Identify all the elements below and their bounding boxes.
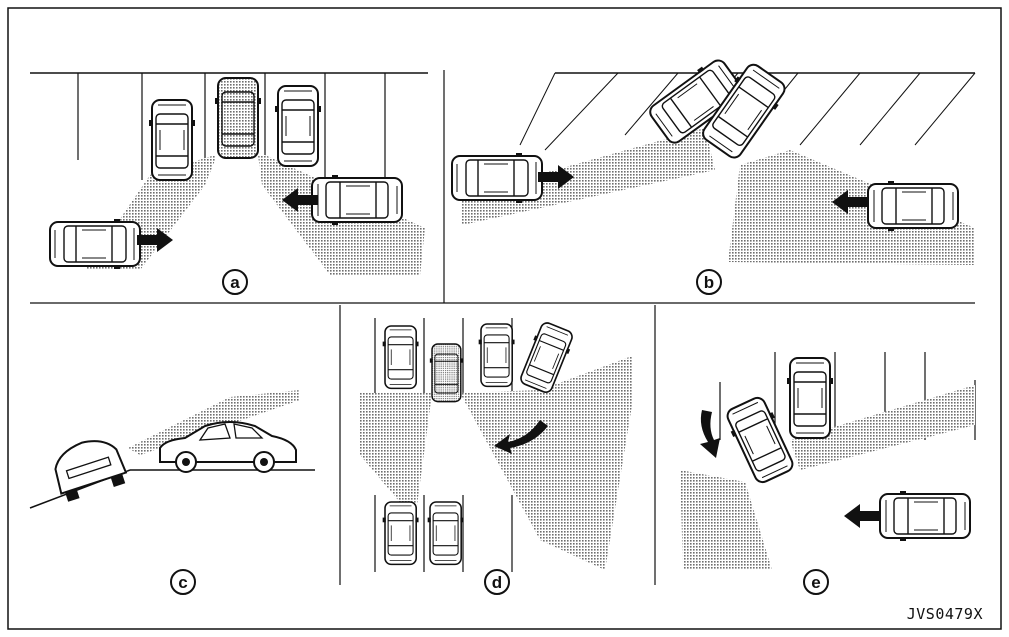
car-icon — [381, 501, 420, 566]
car-icon — [879, 490, 971, 542]
turn-arrow-icon — [700, 410, 720, 458]
figure-frame — [7, 7, 1002, 630]
car-icon — [429, 343, 464, 403]
car-icon — [451, 152, 543, 204]
panel-label-b: b — [696, 269, 722, 295]
car-icon — [159, 421, 297, 473]
detection-zone — [790, 385, 975, 470]
panel-label-a: a — [222, 269, 248, 295]
car-icon — [381, 325, 420, 390]
turn-arrow-icon — [494, 420, 548, 454]
detection-zone — [460, 356, 632, 570]
car-icon — [54, 440, 128, 502]
panel-label-c: c — [170, 569, 196, 595]
car-icon — [426, 501, 465, 566]
panel-label-d: d — [484, 569, 510, 595]
car-icon — [786, 357, 834, 439]
car-icon — [148, 99, 196, 181]
car-icon — [721, 393, 799, 487]
detection-zone — [128, 390, 300, 455]
figure-code: JVS0479X — [906, 605, 983, 623]
panel-b — [451, 53, 976, 265]
car-icon — [214, 77, 262, 159]
detection-zone — [680, 470, 772, 570]
panel-label-e: e — [803, 569, 829, 595]
car-icon — [49, 218, 141, 270]
car-icon — [274, 85, 322, 167]
panel-c — [29, 390, 315, 509]
panel-e — [680, 352, 976, 570]
detection-zone — [360, 393, 432, 520]
detection-zone — [728, 150, 975, 265]
panel-a — [30, 72, 428, 275]
car-icon — [867, 180, 959, 232]
car-icon — [477, 323, 516, 388]
arrow-icon — [844, 504, 880, 528]
car-icon — [311, 174, 403, 226]
panel-d — [360, 318, 632, 572]
